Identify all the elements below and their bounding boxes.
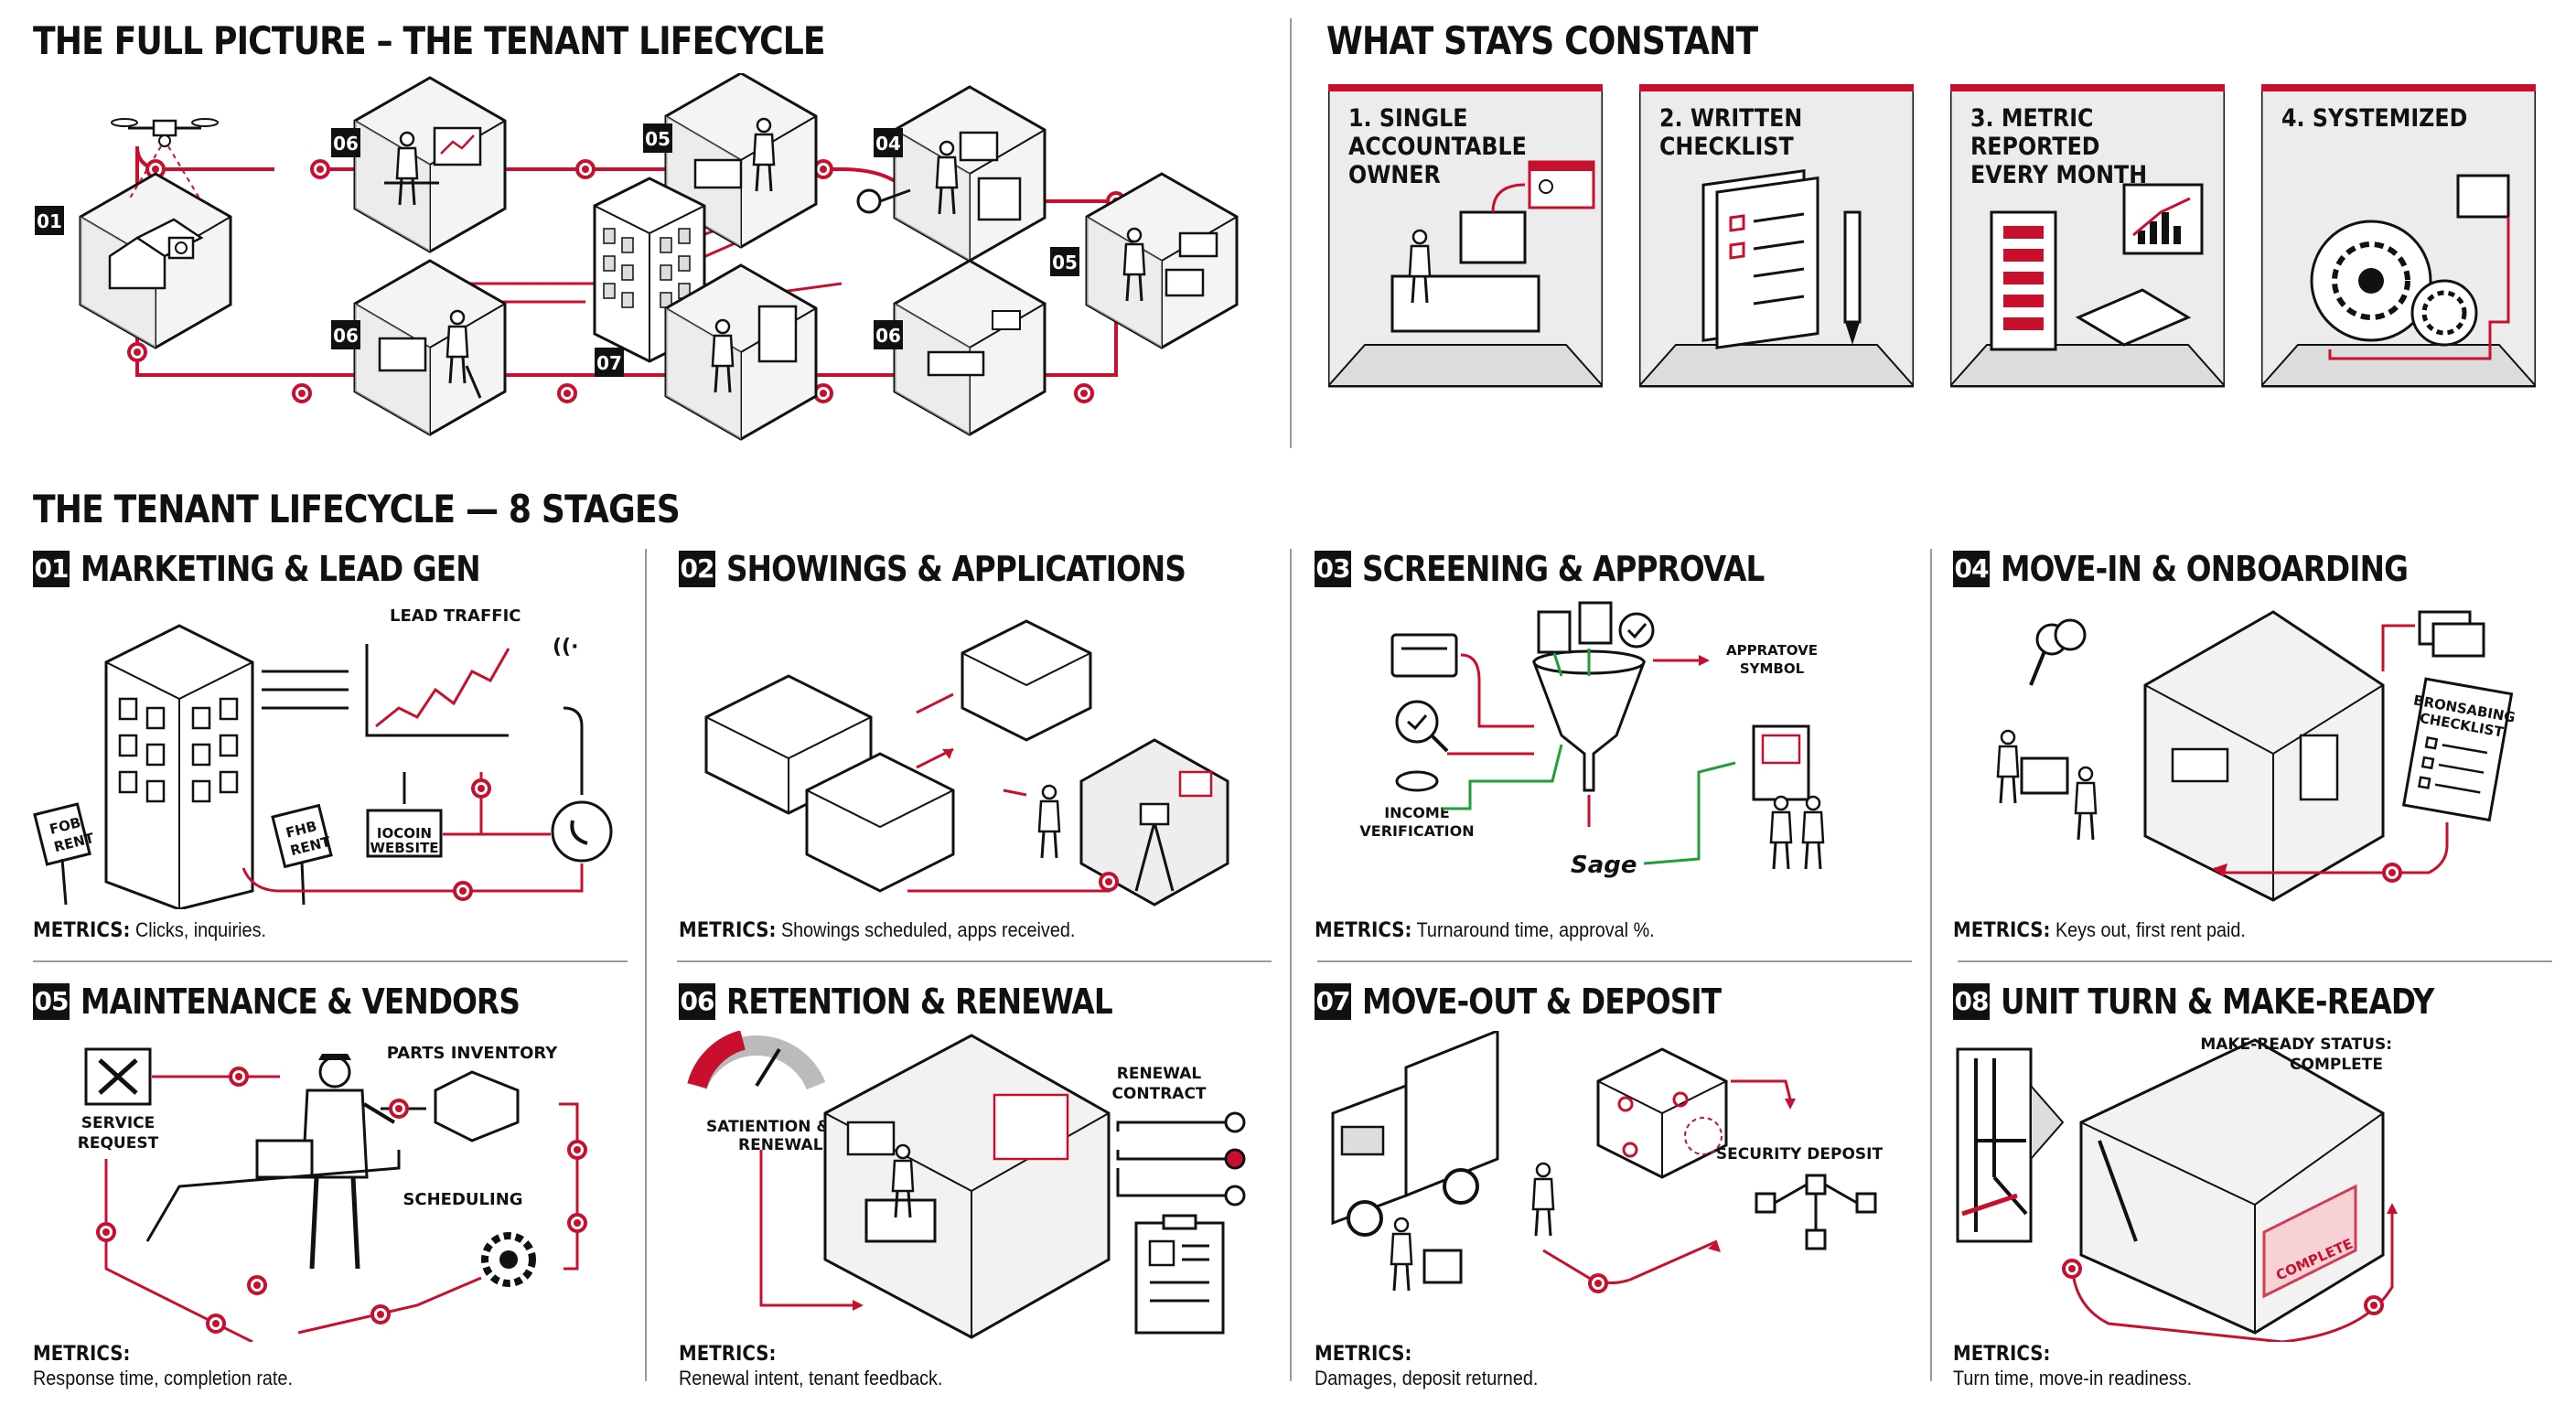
house-cube — [79, 172, 232, 349]
stage-title: MOVE-IN & ONBOARDING — [2001, 549, 2409, 589]
svg-text:REQUEST: REQUEST — [78, 1134, 159, 1153]
stage-divider-2 — [1290, 549, 1292, 1381]
top-vertical-divider — [1290, 18, 1292, 448]
svg-text:MAKE-READY STATUS:: MAKE-READY STATUS: — [2200, 1035, 2392, 1054]
stage-metrics: METRICS:Damages, deposit returned. — [1315, 1343, 1539, 1389]
lobby-cube — [664, 73, 818, 249]
svg-text:INCOME: INCOME — [1384, 804, 1450, 821]
svg-text:07: 07 — [596, 352, 622, 374]
stage-divider-1 — [645, 549, 647, 1381]
svg-text:SCHEDULING: SCHEDULING — [402, 1190, 522, 1209]
svg-text:05: 05 — [1052, 252, 1078, 273]
svg-text:01: 01 — [37, 210, 62, 232]
stage-title: MAINTENANCE & VENDORS — [80, 981, 521, 1022]
badge-01: 01 — [35, 206, 64, 235]
row-divider-1 — [33, 960, 628, 962]
bedroom-cube — [893, 259, 1046, 436]
stage-title: UNIT TURN & MAKE-READY — [2001, 981, 2434, 1022]
stage-metrics: METRICS:Renewal intent, tenant feedback. — [679, 1343, 943, 1389]
svg-text:WEBSITE: WEBSITE — [370, 840, 438, 856]
stage-metrics: METRICS:Response time, completion rate. — [33, 1343, 293, 1389]
svg-text:SECURITY DEPOSIT: SECURITY DEPOSIT — [1716, 1145, 1884, 1164]
constant-title: WHAT STAYS CONSTANT — [1326, 18, 1758, 63]
stage-number: 08 — [1953, 983, 1990, 1020]
svg-text:RENEWAL: RENEWAL — [1117, 1065, 1202, 1083]
svg-text:APPRATOVE: APPRATOVE — [1726, 642, 1818, 659]
badge-06-b: 06 — [331, 320, 360, 349]
badge-06-a: 06 — [331, 128, 360, 157]
svg-text:VERIFICATION: VERIFICATION — [1359, 822, 1474, 840]
badge-04: 04 — [874, 128, 903, 157]
stage-title: SHOWINGS & APPLICATIONS — [726, 549, 1186, 589]
stage-01: 01 MARKETING & LEAD GEN FOB RENT FHB REN… — [33, 549, 618, 953]
full-picture-title: THE FULL PICTURE – THE TENANT LIFECYCLE — [33, 18, 826, 63]
stage-06: 06 RETENTION & RENEWAL SATIENTION & RENE… — [679, 981, 1264, 1389]
stage-title: RETENTION & RENEWAL — [726, 981, 1113, 1022]
drone-icon — [111, 118, 219, 202]
stage-number: 05 — [33, 983, 70, 1020]
svg-text:PARTS INVENTORY: PARTS INVENTORY — [387, 1044, 559, 1063]
badge-07: 07 — [595, 348, 624, 377]
svg-text:06: 06 — [875, 325, 901, 347]
stage-05: 05 MAINTENANCE & VENDORS SERVICE REQUEST… — [33, 981, 618, 1389]
constant-card-owner: 1. SINGLE ACCOUNTABLE OWNER — [1328, 84, 1603, 477]
svg-text:CONTRACT: CONTRACT — [1111, 1085, 1206, 1103]
dining-cube — [1085, 172, 1239, 349]
lifecycle-title: THE TENANT LIFECYCLE — 8 STAGES — [33, 487, 681, 531]
row-divider-3 — [1317, 960, 1912, 962]
stage-number: 02 — [679, 551, 715, 587]
svg-text:COMPLETE: COMPLETE — [2290, 1056, 2383, 1074]
row-divider-2 — [677, 960, 1272, 962]
storage-cube — [893, 85, 1046, 263]
card-title-systemized: 4. SYSTEMIZED — [2281, 104, 2468, 133]
stage-04: 04 MOVE-IN & ONBOARDING BRONSABING CHECK… — [1953, 549, 2538, 953]
stage-title: SCREENING & APPROVAL — [1362, 549, 1765, 589]
stage-02: 02 SHOWINGS & APPLICATIONS METRICS: Show… — [679, 549, 1264, 953]
svg-text:((·: ((· — [553, 636, 578, 659]
stage-metrics: METRICS: Turnaround time, approval %. — [1315, 918, 1655, 942]
svg-text:05: 05 — [645, 128, 671, 150]
badge-05-a: 05 — [643, 123, 672, 153]
stage-number: 01 — [33, 551, 70, 587]
badge-06-c: 06 — [874, 320, 903, 349]
card-title-metric: 3. METRIC REPORTED EVERY MONTH — [1970, 104, 2148, 189]
stage-08: 08 UNIT TURN & MAKE-READY COMPLETE MAKE-… — [1953, 981, 2538, 1389]
constant-card-systemized: 4. SYSTEMIZED — [2261, 84, 2536, 477]
svg-text:LEAD TRAFFIC: LEAD TRAFFIC — [390, 606, 521, 626]
badge-05-b: 05 — [1050, 247, 1079, 276]
svg-text:Sage: Sage — [1571, 852, 1637, 879]
key-icon — [856, 188, 911, 214]
svg-text:SERVICE: SERVICE — [81, 1114, 156, 1132]
stage-title: MOVE-OUT & DEPOSIT — [1362, 981, 1722, 1022]
stage-divider-3 — [1930, 549, 1932, 1381]
cleaning-cube — [353, 259, 507, 436]
stage-number: 04 — [1953, 551, 1990, 587]
stage-title: MARKETING & LEAD GEN — [80, 549, 481, 589]
stage-03: 03 SCREENING & APPROVAL INCOME VERIFICAT… — [1315, 549, 1900, 953]
row-divider-4 — [1958, 960, 2552, 962]
stage-number: 06 — [679, 983, 715, 1020]
svg-text:IOCOIN: IOCOIN — [377, 825, 432, 842]
stage-metrics: METRICS: Keys out, first rent paid. — [1953, 918, 2246, 942]
svg-text:06: 06 — [333, 325, 359, 347]
office-cube — [353, 76, 507, 253]
stage-metrics: METRICS: Clicks, inquiries. — [33, 918, 266, 942]
lifecycle-overview-diagram: 01 06 05 04 05 06 — [35, 73, 1239, 441]
constant-card-metric: 3. METRIC REPORTED EVERY MONTH — [1950, 84, 2225, 477]
card-title-owner: 1. SINGLE ACCOUNTABLE OWNER — [1348, 104, 1527, 189]
card-title-checklist: 2. WRITTEN CHECKLIST — [1659, 104, 1803, 161]
stage-number: 03 — [1315, 551, 1351, 587]
svg-text:RENEWAL: RENEWAL — [738, 1136, 823, 1154]
stage-metrics: METRICS: Showings scheduled, apps receiv… — [679, 918, 1076, 942]
stage-number: 07 — [1315, 983, 1351, 1020]
svg-text:04: 04 — [875, 133, 901, 155]
constant-card-checklist: 2. WRITTEN CHECKLIST — [1639, 84, 1914, 477]
svg-text:06: 06 — [333, 133, 359, 155]
svg-text:SYMBOL: SYMBOL — [1740, 660, 1805, 677]
stage-metrics: METRICS:Turn time, move-in readiness. — [1953, 1343, 2193, 1389]
stage-07: 07 MOVE-OUT & DEPOSIT SECURITY DEPOSIT M… — [1315, 981, 1900, 1389]
svg-text:SATIENTION &: SATIENTION & — [706, 1118, 830, 1136]
shipping-cube — [664, 263, 818, 441]
